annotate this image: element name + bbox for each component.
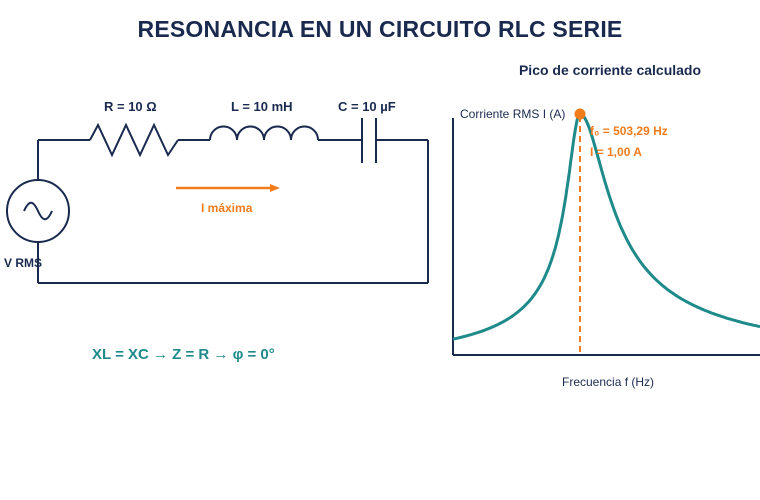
page-title: RESONANCIA EN UN CIRCUITO RLC SERIE bbox=[137, 16, 623, 42]
y-axis-label: Corriente RMS I (A) bbox=[460, 107, 566, 121]
current-curve bbox=[452, 112, 760, 341]
peak-frequency-annotation: f₀ = 503,29 Hz bbox=[590, 124, 668, 138]
chart-axes bbox=[452, 118, 760, 356]
source-label: V RMS bbox=[4, 256, 43, 270]
resistor-symbol bbox=[89, 122, 179, 158]
x-axis-label: Frecuencia f (Hz) bbox=[562, 375, 655, 389]
capacitor-label: C = 10 µF bbox=[338, 99, 396, 114]
peak-point bbox=[574, 108, 586, 120]
capacitor-symbol bbox=[361, 118, 377, 163]
resonance-formula: XL = XC → Z = R → φ = 0° bbox=[92, 346, 275, 363]
peak-current-annotation: I = 1,00 A bbox=[590, 145, 642, 159]
inductor-label: L = 10 mH bbox=[231, 99, 293, 114]
chart-title: Pico de corriente calculado bbox=[518, 62, 702, 78]
ac-source-symbol bbox=[6, 179, 70, 243]
current-label: I máxima bbox=[201, 201, 253, 215]
inductor-symbol bbox=[209, 125, 319, 141]
resistor-label: R = 10 Ω bbox=[104, 99, 157, 114]
current-arrow bbox=[176, 184, 280, 192]
circuit-wires bbox=[37, 139, 429, 284]
